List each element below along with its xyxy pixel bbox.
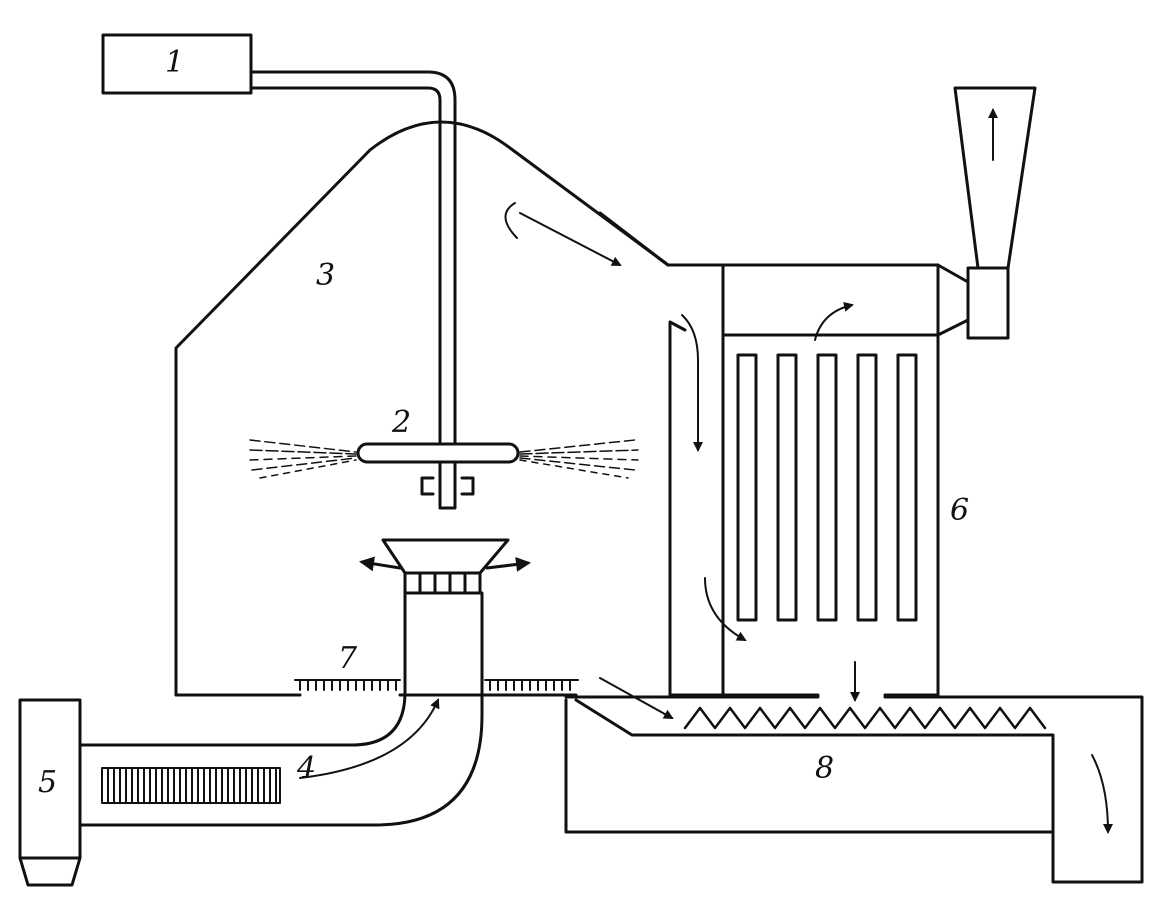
flow-arrows (299, 108, 1113, 834)
label-drying-chamber: 3 (316, 258, 335, 293)
drying-chamber (174, 120, 725, 697)
spray-jet-right (519, 439, 639, 479)
label-air-distributor: 7 (338, 641, 358, 676)
air-heater (101, 767, 281, 804)
label-fan: 5 (38, 765, 57, 800)
label-feed-tank: 1 (165, 45, 184, 80)
outlet-duct (598, 211, 940, 697)
label-bag-filter: 6 (950, 493, 969, 528)
exhaust-fan (936, 86, 1037, 340)
part-labels: 1 2 3 4 5 6 7 8 (38, 45, 969, 800)
label-air-duct: 4 (296, 751, 316, 786)
air-flow-arrow (359, 556, 531, 572)
air-distributor (294, 679, 579, 691)
fan (18, 698, 82, 887)
screw-conveyor (564, 695, 1144, 884)
bag-filter (721, 263, 940, 697)
feed-tank (101, 33, 253, 95)
air-inlet-cone (381, 538, 510, 595)
label-screw-conveyor: 8 (815, 751, 834, 786)
spray-jet-left (249, 439, 357, 479)
feed-pipe (249, 70, 457, 445)
label-atomizer: 2 (391, 405, 411, 440)
atomizer (356, 442, 520, 510)
